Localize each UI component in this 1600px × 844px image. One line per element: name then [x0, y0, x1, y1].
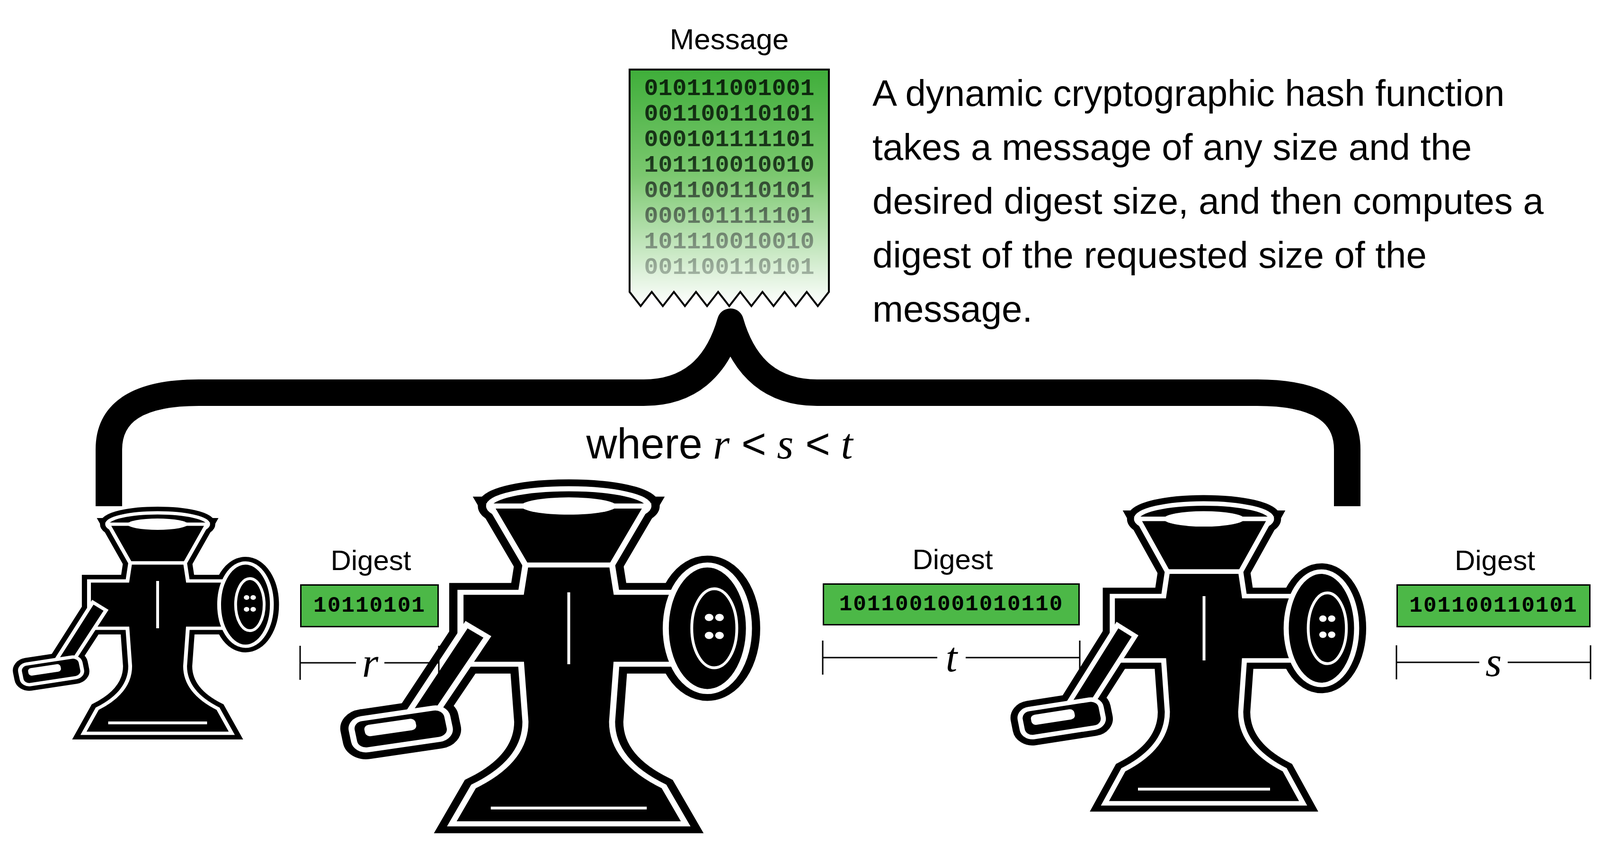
heading: Message	[534, 22, 924, 56]
curly-brace	[108, 321, 1348, 507]
binary-digest: 101100110101	[1409, 594, 1578, 619]
heading: Digest	[206, 544, 535, 578]
size-relation: where r < s < t	[586, 422, 854, 466]
digest-box: Digest1011001001010110	[822, 583, 1080, 626]
relation-part: r	[702, 420, 730, 468]
binary-digest: 10110101	[313, 594, 426, 619]
digest-box: Digest10110101	[300, 584, 439, 628]
document-outline	[629, 69, 829, 307]
relation-part: s	[766, 420, 794, 468]
heading: Digest	[729, 543, 1176, 577]
relation-part: t	[830, 420, 854, 468]
grinder-medium	[1018, 503, 1357, 804]
relation-part: where	[586, 420, 703, 468]
grinder-large	[349, 488, 750, 825]
binary-digest: 1011001001010110	[839, 592, 1064, 618]
relation-part: <	[793, 420, 831, 468]
description: A dynamic cryptographic hash function ta…	[872, 66, 1592, 337]
relation-part: <	[729, 420, 767, 468]
message-document: Message010111001001 001100110101 0001011…	[629, 69, 829, 307]
dimension-label: r	[362, 642, 379, 685]
dimension-lines	[300, 640, 1591, 681]
dimension-label: t	[945, 637, 958, 679]
dimension-label: s	[1485, 641, 1502, 684]
binary-message: 010111001001 001100110101 000101111101 1…	[629, 69, 829, 281]
grinder-small	[18, 513, 273, 734]
heading: Digest	[1303, 544, 1600, 578]
digest-box: Digest101100110101	[1396, 584, 1591, 628]
